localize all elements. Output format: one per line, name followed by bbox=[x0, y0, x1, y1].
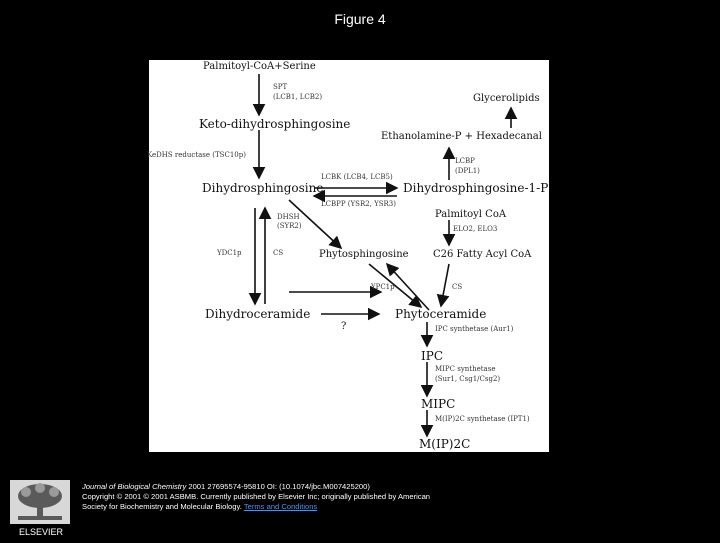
label-lcbp: LCBP bbox=[455, 157, 475, 165]
label-spt: SPT bbox=[273, 83, 288, 91]
node-dihydrosphingosine: Dihydrosphingosine bbox=[202, 181, 324, 195]
citation-footer: Journal of Biological Chemistry 2001 276… bbox=[82, 482, 642, 512]
label-mip2c-synthetase: M(IP)2C synthetase (IPT1) bbox=[435, 415, 530, 423]
elsevier-logo[interactable]: ELSEVIER bbox=[8, 478, 74, 538]
node-dihydroceramide: Dihydroceramide bbox=[205, 307, 311, 321]
label-ydc1p: YDC1p bbox=[217, 249, 242, 257]
pathway-diagram: Palmitoyl-CoA+Serine SPT (LCB1, LCB2) Ke… bbox=[147, 60, 549, 452]
citation-line: Journal of Biological Chemistry 2001 276… bbox=[82, 482, 642, 492]
node-dihydrosphingosine-1p: Dihydrosphingosine-1-P bbox=[403, 181, 549, 195]
society-line: Society for Biochemistry and Molecular B… bbox=[82, 502, 642, 512]
label-mipc-genes: (Sur1, Csg1/Csg2) bbox=[435, 375, 501, 383]
page-title: Figure 4 bbox=[334, 11, 386, 27]
label-dhsh: DHSH bbox=[277, 213, 300, 221]
node-phytoceramide: Phytoceramide bbox=[395, 307, 487, 321]
arrow-c26-cer bbox=[436, 263, 450, 308]
node-palmitoyl-coa: Palmitoyl CoA bbox=[435, 209, 507, 220]
node-phytosphingosine: Phytosphingosine bbox=[319, 249, 409, 260]
node-keto-dihydrosphingosine: Keto-dihydrosphingosine bbox=[199, 117, 351, 131]
society-text: Society for Biochemistry and Molecular B… bbox=[82, 502, 242, 511]
label-kedhs-reductase: KeDHS reductase (TSC10p) bbox=[147, 151, 246, 159]
copyright-line: Copyright © 2001 © 2001 ASBMB. Currently… bbox=[82, 492, 431, 501]
node-mipc: MIPC bbox=[421, 397, 456, 411]
journal-name: Journal of Biological Chemistry bbox=[82, 482, 187, 491]
label-cs-right: CS bbox=[452, 283, 463, 291]
pathway-arrows bbox=[248, 74, 518, 438]
node-ethanolamine-hexadecanal: Ethanolamine-P + Hexadecanal bbox=[381, 131, 542, 142]
node-palmitoyl-serine: Palmitoyl-CoA+Serine bbox=[203, 61, 316, 72]
logo-wordmark: ELSEVIER bbox=[19, 527, 64, 537]
label-ypc1p: YPC1p bbox=[371, 283, 395, 291]
node-c26-fatty-acyl-coa: C26 Fatty Acyl CoA bbox=[433, 249, 532, 260]
arrow-dhsh bbox=[288, 199, 343, 250]
label-lcbpp: LCBPP (YSR2, YSR3) bbox=[321, 200, 396, 208]
label-elo: ELO2, ELO3 bbox=[453, 225, 498, 233]
node-ipc: IPC bbox=[421, 349, 443, 363]
tree-icon: ELSEVIER bbox=[10, 480, 70, 537]
label-dhsh-gene: (SYR2) bbox=[277, 222, 302, 230]
node-glycerolipids: Glycerolipids bbox=[473, 93, 540, 104]
label-spt-genes: (LCB1, LCB2) bbox=[273, 93, 323, 101]
label-cs-left: CS bbox=[273, 249, 284, 257]
terms-link[interactable]: Terms and Conditions bbox=[243, 502, 318, 511]
node-mip2c: M(IP)2C bbox=[419, 437, 471, 451]
label-ipc-synthetase: IPC synthetase (Aur1) bbox=[435, 325, 514, 333]
label-lcbk: LCBK (LCB4, LCB5) bbox=[321, 173, 393, 181]
label-lcbp-gene: (DPL1) bbox=[455, 167, 480, 175]
arrow-phyto-cer bbox=[368, 263, 423, 309]
label-mipc-synthetase: MIPC synthetase bbox=[435, 365, 496, 373]
citation-text: 2001 27695574-95810 OI: (10.1074/jbc.M00… bbox=[186, 482, 370, 491]
label-question: ? bbox=[341, 321, 347, 332]
